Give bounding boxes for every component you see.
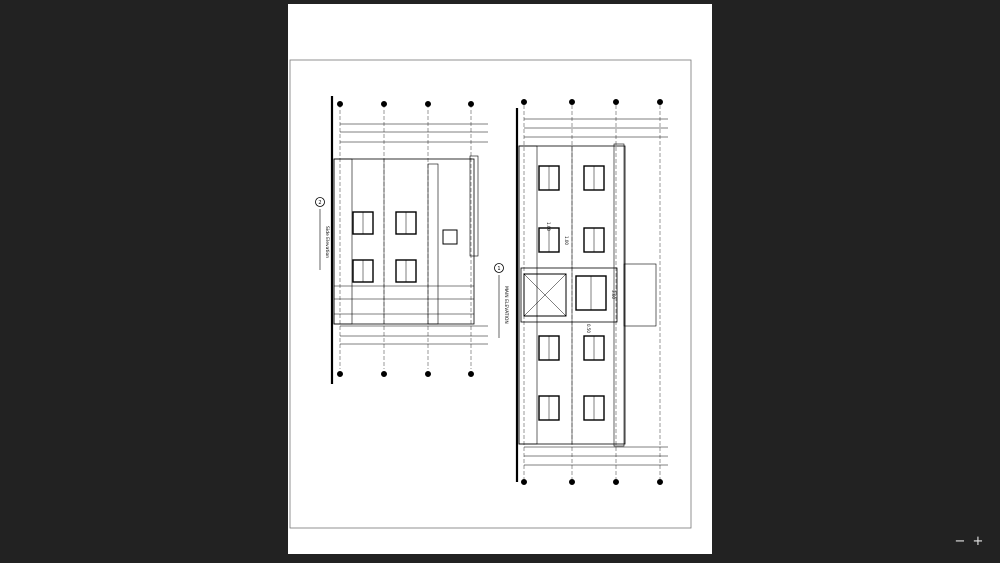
side-elevation-title: Side Elevation <box>324 226 330 258</box>
main-elevation-title: MAIN ELEVATION <box>503 286 509 324</box>
side-elevation <box>315 96 488 384</box>
sheet-border <box>289 59 692 529</box>
main-elevation-number: 1 <box>497 266 500 272</box>
dim-label: 1.60 <box>546 222 551 231</box>
dim-label: 0.50 <box>586 324 591 333</box>
dim-label: 3.60 <box>611 290 616 299</box>
dim-label: 1.00 <box>564 236 569 245</box>
zoom-out-button[interactable]: − <box>954 534 966 549</box>
side-elevation-number: 2 <box>318 200 321 206</box>
main-elevation <box>494 99 668 485</box>
elevation-drawing: 2 Side Elevation <box>289 59 692 529</box>
zoom-in-button[interactable]: + <box>972 534 984 549</box>
drawing-page[interactable]: 2 Side Elevation <box>288 4 712 554</box>
